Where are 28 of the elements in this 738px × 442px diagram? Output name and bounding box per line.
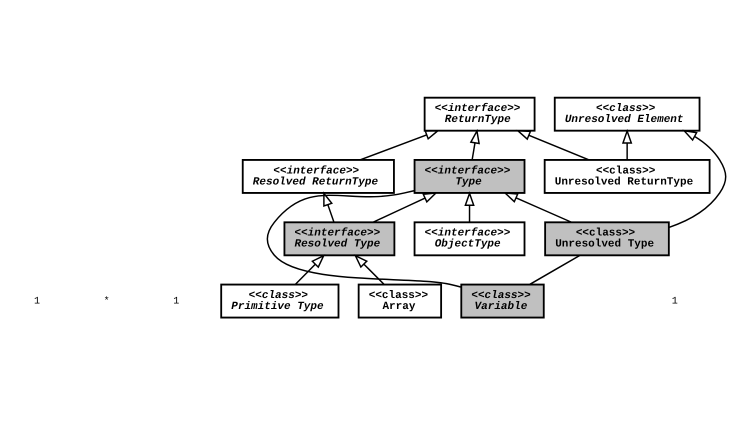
label: 1 bbox=[34, 296, 40, 308]
node-box: <<class>> Variable bbox=[460, 283, 545, 318]
arrow bbox=[464, 190, 475, 222]
arrow bbox=[323, 190, 335, 222]
node-box: <<class>> Primitive Type bbox=[220, 283, 340, 318]
arrow bbox=[622, 128, 632, 160]
node-box: <<class>> Unresolved Type bbox=[544, 220, 670, 256]
label: * bbox=[104, 296, 110, 308]
label: 1 bbox=[672, 296, 678, 308]
arrow bbox=[354, 254, 385, 284]
node-box: <<class>> Array bbox=[358, 283, 442, 318]
arrow bbox=[372, 192, 438, 222]
arrow bbox=[503, 192, 572, 222]
node-box: <<interface>> ReturnType bbox=[424, 96, 536, 132]
node-box: <<interface>> Resolved ReturnType bbox=[242, 158, 395, 194]
label: 1 bbox=[173, 296, 180, 308]
arrow bbox=[470, 128, 480, 160]
arrow bbox=[668, 129, 726, 228]
arrow bbox=[360, 129, 440, 160]
arrow bbox=[294, 254, 326, 284]
connector bbox=[266, 189, 462, 288]
node-box: <<class>> Unresolved ReturnType bbox=[544, 158, 711, 194]
node-box: <<interface>> ObjectType bbox=[414, 220, 526, 256]
node-box: <<class>> Unresolved Element bbox=[554, 96, 700, 132]
connector bbox=[529, 254, 580, 285]
arrow bbox=[516, 129, 590, 160]
node-box: <<interface>> Type bbox=[414, 158, 526, 194]
node-box: <<interface>> Resolved Type bbox=[284, 220, 396, 256]
